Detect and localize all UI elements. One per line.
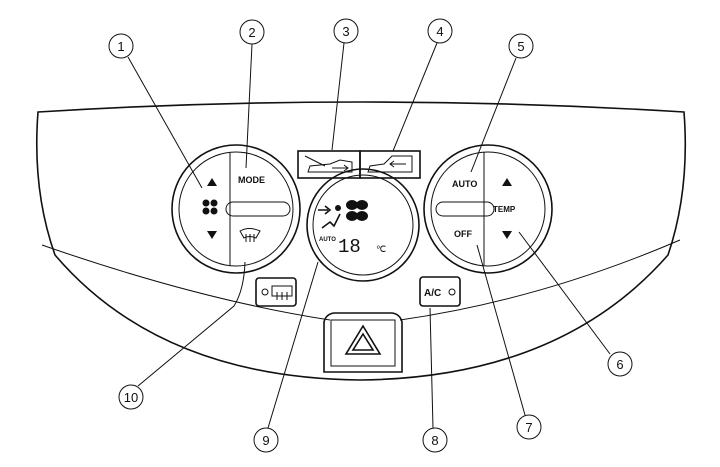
fan-down-arrow-icon[interactable]: [207, 231, 217, 239]
hazard-icon: [344, 324, 382, 355]
temp-down-arrow-icon[interactable]: [502, 231, 512, 239]
svg-text:2: 2: [248, 25, 255, 40]
airflow-mode-icon: [318, 205, 341, 229]
rear-defrost-button[interactable]: [255, 277, 297, 307]
ac-label: A/C: [424, 288, 441, 299]
callout-6: 6: [607, 351, 633, 377]
svg-text:6: 6: [616, 357, 623, 372]
fan-up-arrow-icon[interactable]: [207, 178, 217, 186]
recirculation-icon: [304, 155, 353, 173]
svg-text:8: 8: [431, 433, 438, 448]
fan-mode-knob[interactable]: MODE: [171, 144, 301, 274]
callout-9: 9: [253, 427, 279, 453]
temp-label: TEMP: [493, 205, 516, 214]
panel-outline: [35, 101, 687, 381]
ac-button[interactable]: A/C: [419, 276, 461, 307]
fan-speed-icon: [346, 200, 368, 221]
display: AUTO 18 ℃: [306, 168, 420, 282]
callout-5: 5: [508, 33, 534, 59]
leader-lines: [127, 42, 611, 429]
mode-label: MODE: [238, 175, 265, 185]
fresh-air-icon: [367, 155, 413, 173]
fan-icon: [202, 199, 218, 215]
display-unit: ℃: [376, 244, 386, 254]
svg-text:4: 4: [436, 24, 443, 39]
callout-7: 7: [516, 414, 542, 440]
svg-text:1: 1: [117, 39, 124, 54]
display-auto-label: AUTO: [319, 237, 336, 243]
auto-button[interactable]: AUTO: [452, 179, 477, 189]
windshield-defrost-icon[interactable]: [239, 228, 261, 243]
temp-auto-knob[interactable]: AUTO OFF TEMP: [423, 144, 553, 274]
display-temperature: 18: [338, 236, 361, 258]
fresh-air-button[interactable]: [359, 150, 421, 179]
callout-8: 8: [422, 427, 448, 453]
svg-text:9: 9: [262, 433, 269, 448]
callout-1: 1: [108, 33, 134, 59]
callout-2: 2: [239, 19, 265, 45]
panel-inner-line: [41, 239, 681, 321]
svg-text:7: 7: [525, 420, 532, 435]
hazard-button[interactable]: [323, 312, 403, 373]
svg-text:3: 3: [342, 24, 349, 39]
callout-4: 4: [427, 18, 453, 44]
callouts: 1 2 3 4 5 6 7 8 9 10: [108, 18, 633, 453]
svg-text:10: 10: [124, 390, 138, 405]
callout-10: 10: [118, 384, 144, 410]
off-button[interactable]: OFF: [454, 229, 472, 239]
temp-up-arrow-icon[interactable]: [502, 178, 512, 186]
recirculation-button[interactable]: [297, 150, 361, 179]
svg-text:5: 5: [517, 39, 524, 54]
rear-defrost-icon: [271, 285, 293, 300]
callout-3: 3: [333, 18, 359, 44]
